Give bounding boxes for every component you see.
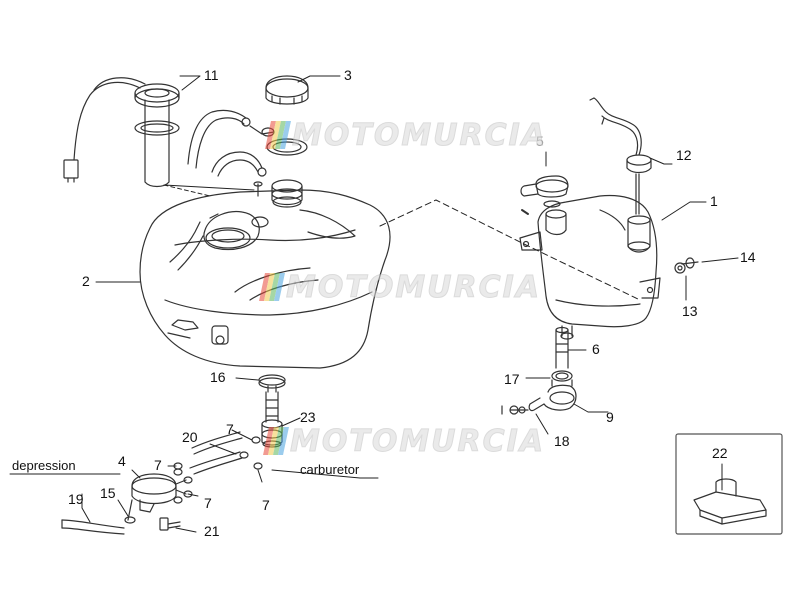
depression-hose-part: [61, 519, 125, 535]
fuel-level-sender-part: [63, 77, 180, 188]
callout-labels: 11 3 5 12 1 14 13 2 6 17 9 18 16 23 7 20…: [12, 67, 756, 539]
watermark-flag-icon: [265, 121, 291, 149]
callout-7-right: 7: [262, 497, 270, 513]
callout-7-upper: 7: [226, 421, 234, 437]
callout-13: 13: [682, 303, 698, 319]
callout-20: 20: [182, 429, 198, 445]
breather-hose-part: [187, 109, 275, 177]
callout-6: 6: [592, 341, 600, 357]
callout-9: 9: [606, 409, 614, 425]
callout-23: 23: [300, 409, 316, 425]
carburetor-label: carburetor: [300, 462, 360, 477]
watermark-bottom: MOTOMURCIA: [263, 423, 546, 459]
oil-level-sensor-part: [589, 97, 652, 215]
callout-19: 19: [68, 491, 84, 507]
fuel-pump-part: [124, 468, 193, 531]
callout-4: 4: [118, 453, 126, 469]
oil-pipe-fittings-part: [501, 326, 577, 415]
watermark-flag-icon: [259, 273, 285, 301]
callout-12: 12: [676, 147, 692, 163]
watermark-flag-icon: [263, 427, 289, 455]
callout-2: 2: [82, 273, 90, 289]
watermark-text: MOTOMURCIA: [291, 117, 548, 153]
fuel-hose-part: [173, 431, 263, 475]
callout-18: 18: [554, 433, 570, 449]
callout-5: 5: [536, 133, 544, 149]
callout-3: 3: [344, 67, 352, 83]
expansion-tank-part: [519, 194, 661, 340]
bolt-washer-part: [674, 257, 699, 274]
watermark-top: MOTOMURCIA: [265, 117, 548, 153]
watermark-text: MOTOMURCIA: [289, 423, 546, 459]
depression-label: depression: [12, 458, 76, 473]
oil-tank-cap-part: [520, 175, 569, 215]
callout-16: 16: [210, 369, 226, 385]
callout-14: 14: [740, 249, 756, 265]
callout-17: 17: [504, 371, 520, 387]
watermark-middle: MOTOMURCIA: [259, 269, 542, 305]
callout-11: 11: [204, 67, 219, 83]
callout-15: 15: [100, 485, 116, 501]
clip-inset-box: [675, 433, 783, 535]
callout-1: 1: [710, 193, 718, 209]
callout-7-lower: 7: [204, 495, 212, 511]
callout-22: 22: [712, 445, 728, 461]
leader-lines: [9, 75, 739, 533]
watermark-text: MOTOMURCIA: [285, 269, 542, 305]
callout-21: 21: [204, 523, 220, 539]
callout-7-left: 7: [154, 457, 162, 473]
